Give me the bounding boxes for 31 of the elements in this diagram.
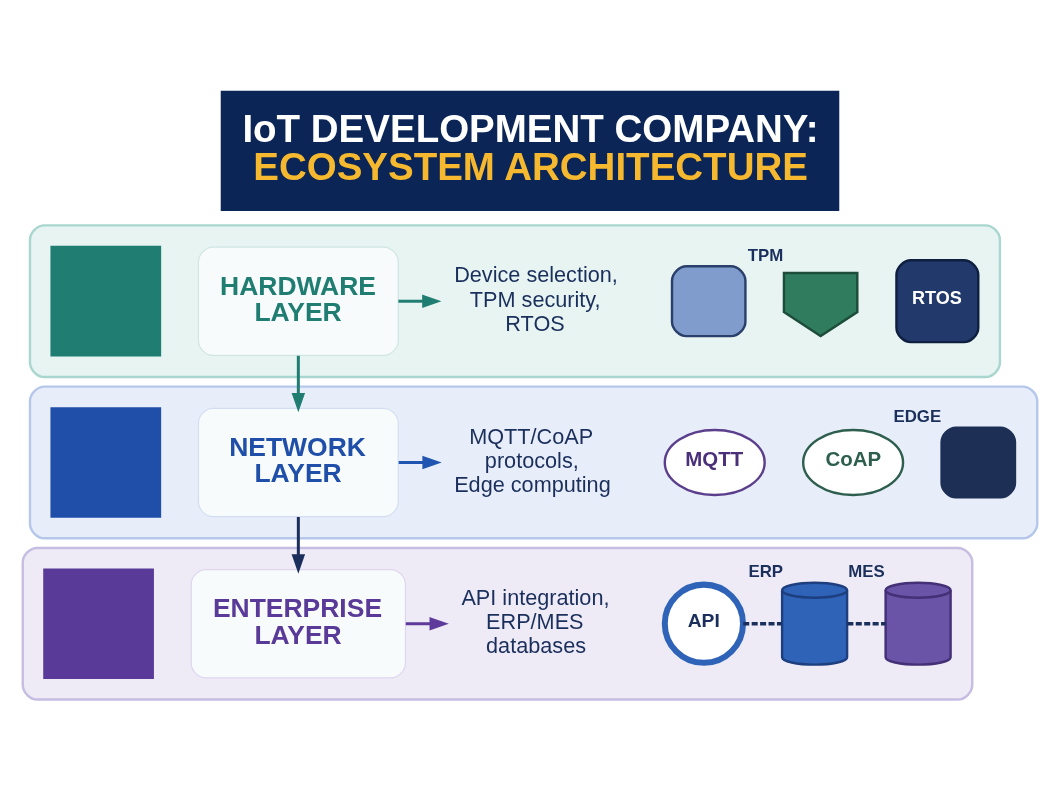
node-text: Device selection, TPM security, RTOS <box>454 262 618 336</box>
node-ellipse: CoAP <box>801 428 905 497</box>
node-shield <box>782 271 859 338</box>
node-box: HARDWARE LAYER <box>197 246 399 356</box>
connector <box>847 621 886 626</box>
cluster <box>21 546 974 701</box>
node-text: API integration, ERP/MES databases <box>461 584 610 659</box>
node-label: ERP <box>748 562 784 582</box>
node-box <box>50 407 162 518</box>
arrow <box>405 617 449 631</box>
node-box <box>670 265 747 338</box>
node-label: MES <box>848 562 885 582</box>
node-box: NETWORK LAYER <box>197 407 399 518</box>
node-box: RTOS <box>895 259 980 344</box>
node-box: ENTERPRISE LAYER <box>190 569 407 679</box>
arrow <box>398 455 442 470</box>
arrow <box>291 517 306 574</box>
node-box <box>50 245 162 357</box>
node-ellipse: MQTT <box>663 428 766 497</box>
arrow <box>291 355 306 413</box>
node-label: TPM <box>747 245 784 265</box>
node-circle: API <box>661 581 746 666</box>
node-label: EDGE <box>893 406 942 426</box>
node-text: MQTT/CoAP protocols, Edge computing <box>454 423 611 497</box>
connector <box>743 621 782 626</box>
arrow <box>398 294 442 308</box>
node-box <box>43 568 154 680</box>
cluster <box>28 385 1039 540</box>
node-box <box>940 426 1017 499</box>
diagram-title: IoT DEVELOPMENT COMPANY: ECOSYSTEM ARCHITECTURE <box>242 106 819 189</box>
cluster <box>28 224 1002 379</box>
